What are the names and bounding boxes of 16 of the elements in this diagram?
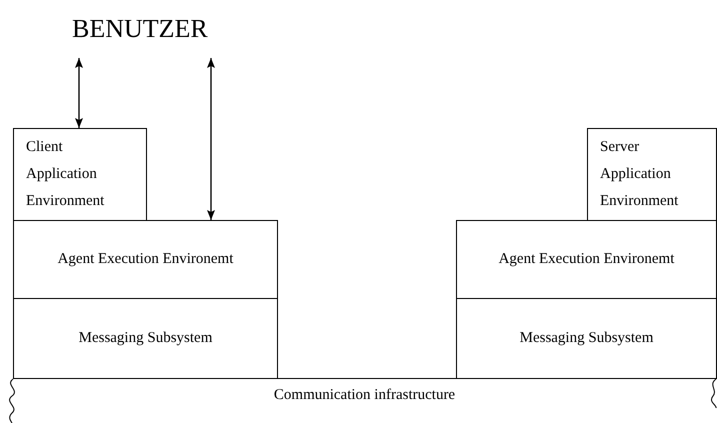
layer-label: Client Application Environment: [26, 138, 106, 211]
band-label: Communication infrastructure: [274, 387, 456, 405]
arrow: [207, 58, 215, 220]
layer-box: [456, 220, 717, 299]
layer-box: [13, 298, 278, 379]
arrow: [75, 58, 83, 128]
user-heading: BENUTZER: [72, 14, 208, 44]
layer-label: Messaging Subsystem: [520, 329, 654, 348]
layer-label: Messaging Subsystem: [78, 329, 212, 348]
layer-label: Server Application Environment: [600, 138, 680, 211]
layer-box: [13, 128, 147, 221]
layer-label: Agent Execution Environemt: [58, 250, 234, 269]
layer-box: [587, 128, 717, 221]
layer-box: [13, 220, 278, 299]
layer-box: [456, 298, 717, 379]
layer-label: Agent Execution Environemt: [498, 250, 674, 269]
